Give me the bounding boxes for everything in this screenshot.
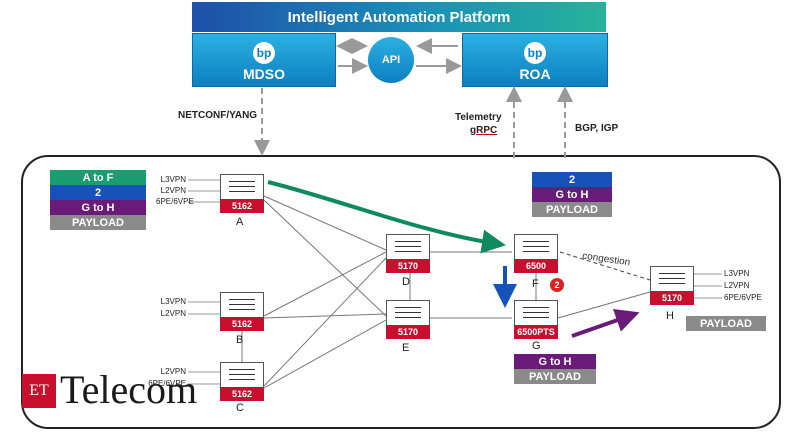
platform-title: Intelligent Automation Platform [192, 2, 606, 32]
packet-stack-right: 2 G to H PAYLOAD [532, 172, 612, 217]
grpc-label: gRPC [470, 125, 498, 136]
telemetry-label: Telemetry [455, 112, 502, 123]
node-letter-f: F [532, 278, 539, 290]
stack-left-label-3: G to H [50, 200, 146, 215]
router-c-model: 5162 [220, 387, 264, 401]
router-d[interactable]: 5170 [386, 234, 430, 274]
stack-right-payload: PAYLOAD [532, 202, 612, 217]
mdso-label: MDSO [243, 66, 285, 82]
roa-logo-icon: bp [524, 42, 546, 64]
api-circle[interactable]: API [368, 37, 414, 83]
bgp-label: BGP, IGP [575, 123, 619, 134]
node-letter-h: H [666, 310, 674, 322]
mdso-logo-icon: bp [253, 42, 275, 64]
node-letter-d: D [402, 276, 410, 288]
stack-left-payload: PAYLOAD [50, 215, 146, 230]
router-d-model: 5170 [386, 259, 430, 273]
netconf-label: NETCONF/YANG [178, 110, 258, 121]
service-h-1: L3VPN [724, 269, 750, 278]
router-b-model: 5162 [220, 317, 264, 331]
stack-bottom-payload: PAYLOAD [514, 369, 596, 384]
node-letter-e: E [402, 342, 410, 354]
packet-stack-h: PAYLOAD [686, 316, 766, 331]
service-c-1: L2VPN [160, 367, 186, 376]
service-b-1: L3VPN [160, 297, 186, 306]
services-h: L3VPN L2VPN 6PE/6VPE [724, 268, 762, 304]
service-a-2: L2VPN [160, 186, 186, 195]
node-letter-a: A [236, 216, 244, 228]
stack-bottom-label-1: G to H [514, 354, 596, 369]
router-c[interactable]: 5162 [220, 362, 264, 402]
stack-left-label-2: 2 [50, 185, 146, 200]
stack-left-label-1: A to F [50, 170, 146, 185]
services-a: L3VPN L2VPN 6PE/6VPE [156, 174, 194, 207]
router-f-model: 6500 [514, 259, 558, 273]
roa-label: ROA [519, 66, 551, 82]
node-letter-c: C [236, 402, 244, 414]
router-e[interactable]: 5170 [386, 300, 430, 340]
et-logo-mark: ET [22, 374, 56, 408]
packet-stack-left: A to F 2 G to H PAYLOAD [50, 170, 146, 230]
router-b[interactable]: 5162 [220, 292, 264, 332]
stack-right-label-1: 2 [532, 172, 612, 187]
router-g[interactable]: 6500PTS [514, 300, 558, 340]
router-a[interactable]: 5162 [220, 174, 264, 214]
network-domain-frame [21, 155, 781, 429]
stack-h-payload: PAYLOAD [686, 316, 766, 331]
router-h-model: 5170 [650, 291, 694, 305]
node-f-badge: 2 [550, 278, 564, 292]
router-e-model: 5170 [386, 325, 430, 339]
service-h-3: 6PE/6VPE [724, 293, 762, 302]
services-c: L2VPN 6PE/6VPE [140, 366, 186, 390]
service-b-2: L2VPN [160, 309, 186, 318]
service-a-1: L3VPN [160, 175, 186, 184]
node-letter-g: G [532, 340, 541, 352]
router-f[interactable]: 6500 [514, 234, 558, 274]
router-g-model: 6500PTS [514, 325, 558, 339]
services-b: L3VPN L2VPN [156, 296, 186, 320]
packet-stack-bottom: G to H PAYLOAD [514, 354, 596, 384]
roa-box[interactable]: bp ROA [462, 33, 608, 87]
service-c-2: 6PE/6VPE [148, 379, 186, 388]
node-letter-b: B [236, 334, 244, 346]
stack-right-label-2: G to H [532, 187, 612, 202]
router-a-model: 5162 [220, 199, 264, 213]
router-h[interactable]: 5170 [650, 266, 694, 306]
service-a-3: 6PE/6VPE [156, 197, 194, 206]
telecom-logo-word: Telecom [60, 367, 198, 412]
mdso-box[interactable]: bp MDSO [192, 33, 336, 87]
service-h-2: L2VPN [724, 281, 750, 290]
